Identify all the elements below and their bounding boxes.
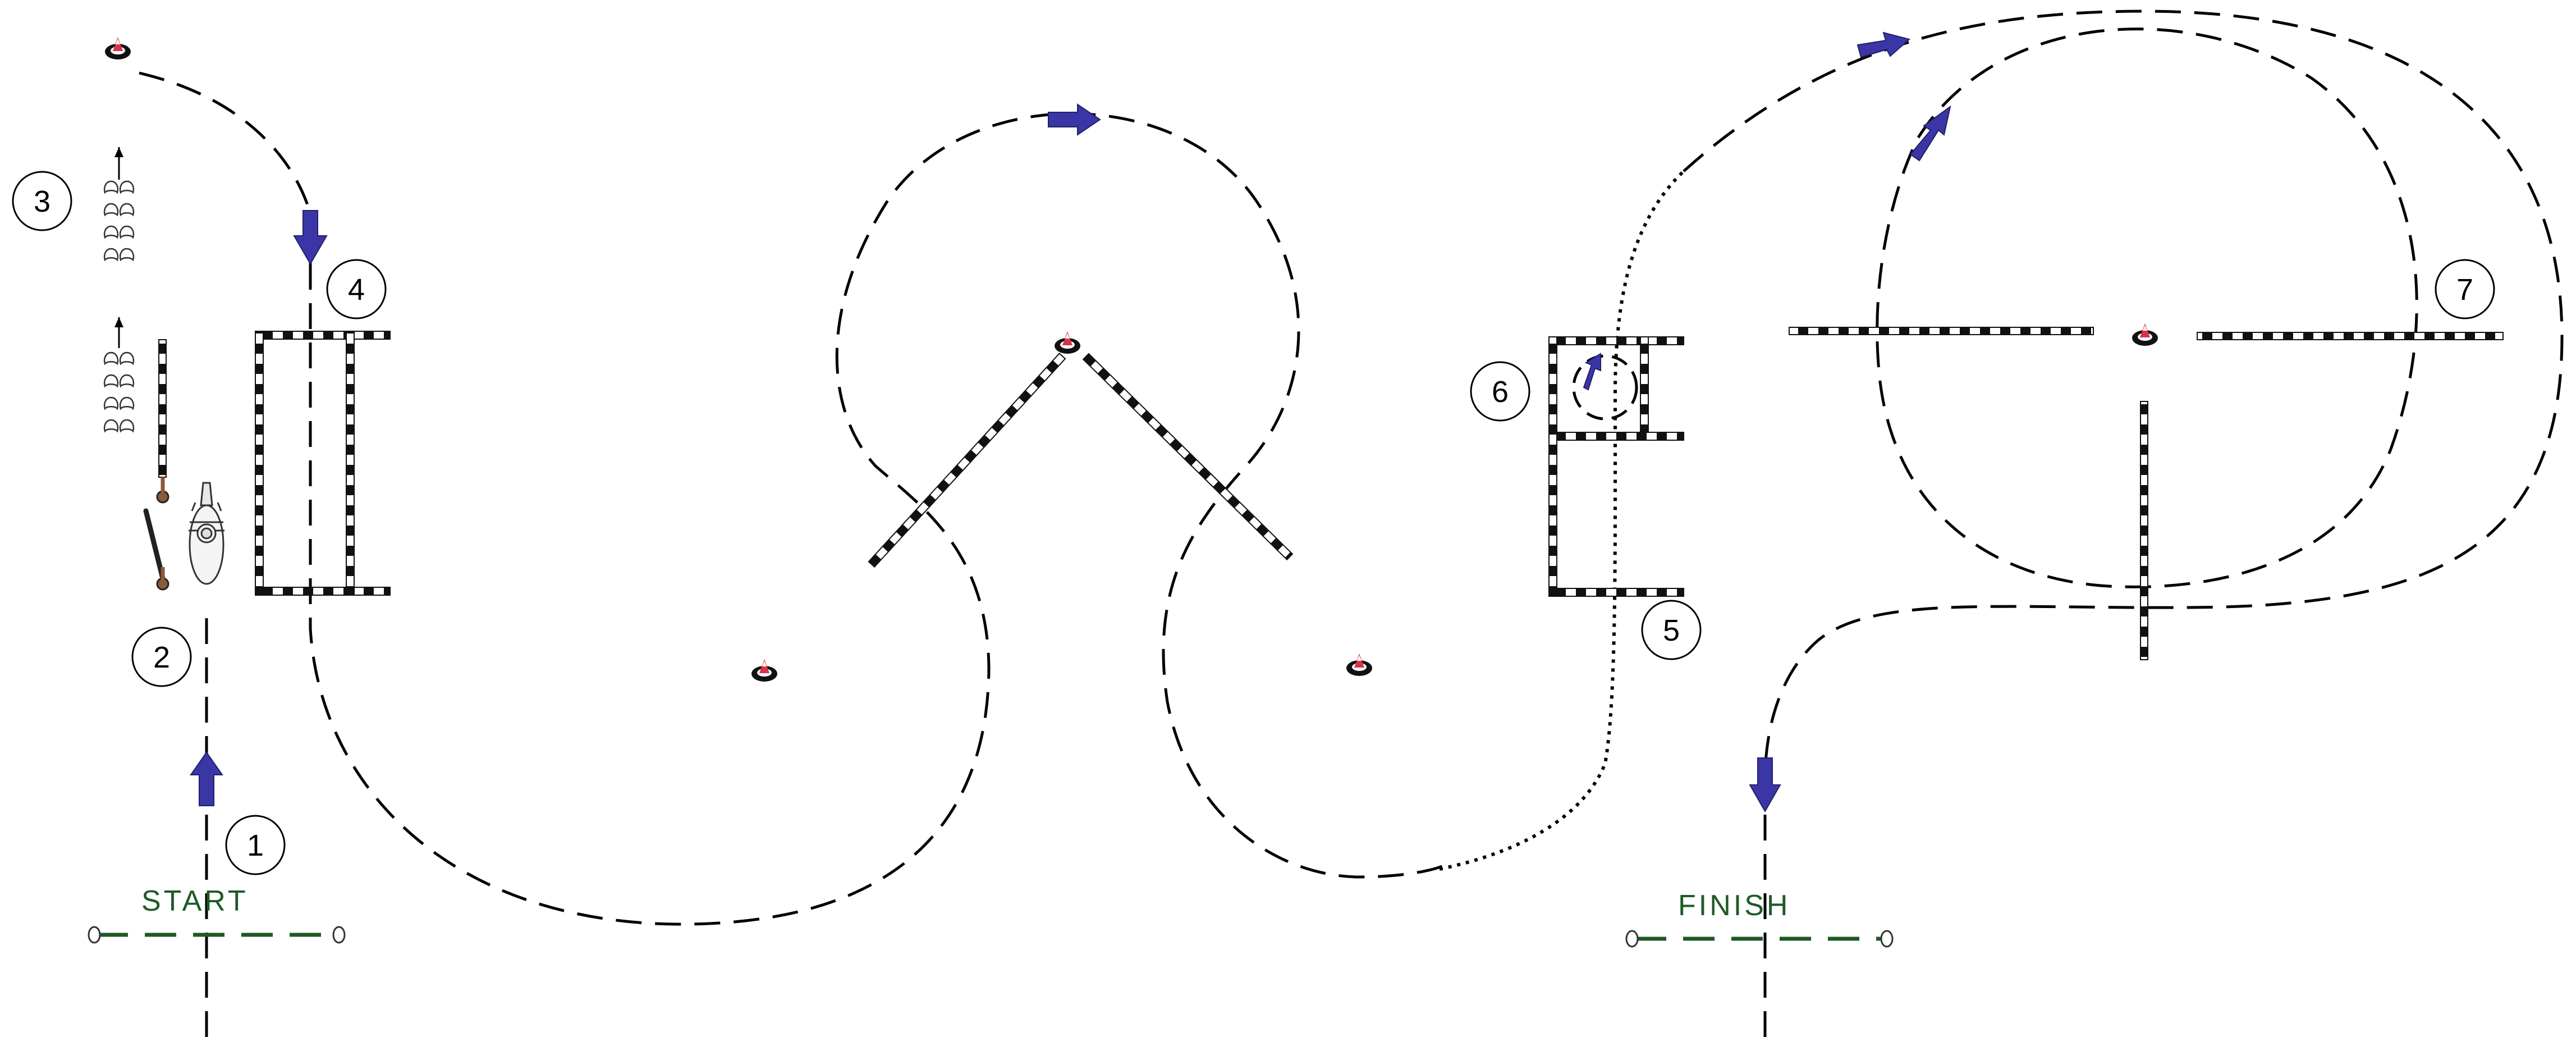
svg-text:2: 2	[153, 641, 170, 674]
striped-pole-icon	[255, 587, 391, 596]
hoofprint-group	[103, 147, 135, 432]
striped-pole-icon	[1789, 327, 2094, 335]
obstacle-number-4: 4	[326, 259, 387, 319]
obstacle-number-6: 6	[1470, 361, 1530, 422]
path-dotted-traverse	[1439, 170, 1685, 871]
path-big-loop	[1683, 10, 2564, 781]
direction-arrow-icon	[1857, 31, 1911, 58]
path-top-left-curve	[139, 71, 312, 264]
striped-pole-icon	[1548, 432, 1684, 441]
svg-text:6: 6	[1492, 375, 1509, 409]
obstacle-number-3: 3	[12, 171, 72, 231]
striped-pole-icon	[1548, 588, 1684, 597]
obstacle-number-1: 1	[225, 815, 286, 875]
rider-horse-icon	[189, 482, 224, 585]
gate-obstacle	[143, 477, 169, 591]
direction-arrow-icon	[1749, 757, 1781, 813]
direction-arrow-icon	[293, 210, 328, 265]
striped-pole-icon	[1548, 336, 1684, 345]
striped-pole-icon	[2197, 332, 2504, 340]
striped-pole-icon	[868, 353, 1066, 568]
svg-text:3: 3	[34, 185, 51, 218]
obstacle-number-2: 2	[131, 627, 192, 687]
svg-text:5: 5	[1663, 614, 1680, 647]
cone-marker-icon	[1055, 331, 1080, 354]
finish-label: FINISH	[1678, 889, 1790, 922]
striped-pole-icon	[158, 339, 167, 478]
direction-arrow-icon	[1909, 105, 1951, 162]
striped-pole-icon	[1640, 336, 1649, 433]
striped-pole-icon	[255, 331, 391, 340]
striped-pole-icon	[2140, 401, 2148, 660]
svg-text:7: 7	[2456, 273, 2473, 307]
finish-line	[1625, 930, 1894, 948]
svg-text:1: 1	[247, 829, 264, 862]
start-line	[88, 926, 346, 944]
cone-marker-icon	[2132, 323, 2158, 346]
striped-pole-icon	[1548, 336, 1557, 597]
cone-marker-icon	[105, 37, 131, 60]
obstacle-number-5: 5	[1641, 600, 1702, 660]
cone-marker-icon	[751, 659, 777, 682]
path-inner-circle	[1876, 28, 2418, 588]
direction-arrow-icon	[190, 751, 223, 806]
path-small-circle-box6	[1572, 354, 1638, 421]
svg-text:4: 4	[348, 273, 365, 307]
obstacle-number-7: 7	[2435, 259, 2495, 319]
start-label: START	[141, 885, 249, 917]
direction-arrow-icon	[1583, 353, 1601, 391]
direction-arrow-icon	[1048, 103, 1101, 136]
path-main-left	[309, 112, 1449, 926]
cone-marker-icon	[1346, 654, 1372, 676]
striped-pole-icon	[1082, 353, 1294, 561]
striped-pole-icon	[346, 331, 355, 596]
striped-pole-icon	[255, 331, 264, 596]
